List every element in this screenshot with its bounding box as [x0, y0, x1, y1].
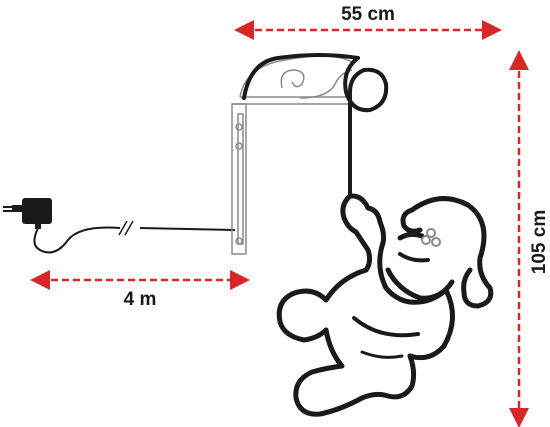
power-adapter-icon — [3, 198, 52, 229]
power-cable — [33, 220, 236, 254]
wall-bracket — [231, 55, 353, 255]
height-label: 105 cm — [529, 210, 550, 274]
cable-dimension: 4 m — [30, 270, 250, 310]
cable-label: 4 m — [124, 289, 157, 310]
santa-figure — [242, 53, 494, 417]
height-dimension: 105 cm — [509, 50, 550, 427]
width-label: 55 cm — [341, 4, 395, 25]
width-dimension: 55 cm — [234, 4, 502, 40]
